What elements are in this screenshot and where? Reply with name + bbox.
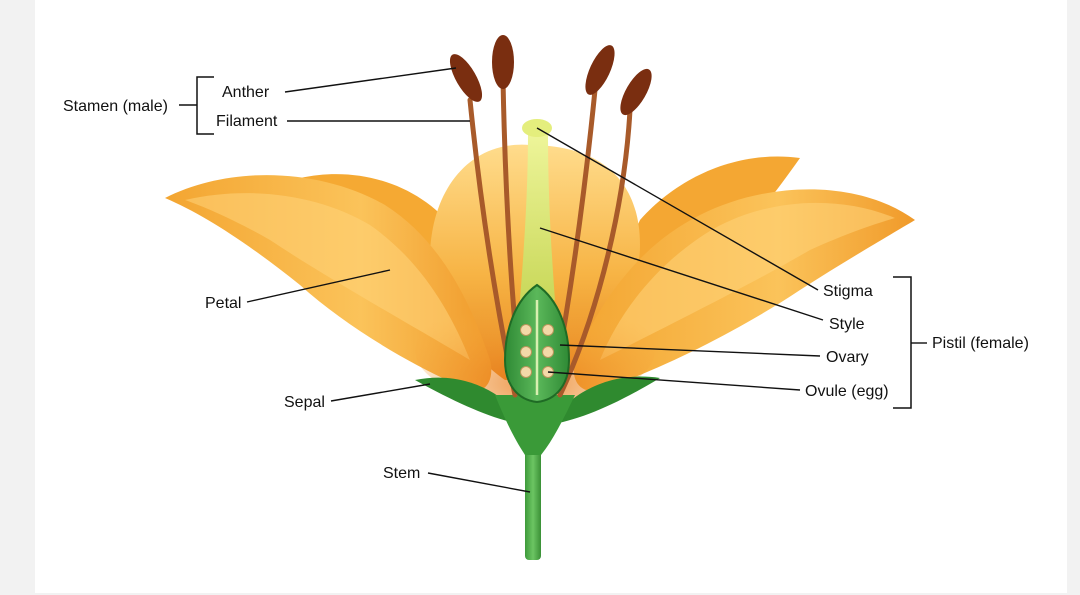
leader-anther bbox=[284, 67, 457, 93]
petal-right-shade bbox=[600, 202, 895, 360]
stem-shape bbox=[525, 440, 541, 560]
ovule bbox=[520, 346, 532, 358]
leader-ovule bbox=[547, 371, 801, 391]
ovule bbox=[542, 346, 554, 358]
anther-4 bbox=[620, 68, 652, 116]
ovule bbox=[520, 366, 532, 378]
anther-2 bbox=[492, 35, 514, 89]
sepal-left bbox=[415, 377, 525, 425]
leader-stigma bbox=[536, 127, 819, 291]
flower-illustration bbox=[165, 35, 915, 560]
label-sepal: Sepal bbox=[284, 394, 325, 411]
label-stem: Stem bbox=[383, 465, 420, 482]
pistil-bracket bbox=[893, 276, 912, 409]
label-ovary: Ovary bbox=[826, 349, 869, 366]
style-shape bbox=[520, 132, 555, 300]
leader-style bbox=[539, 227, 824, 321]
ovule bbox=[520, 324, 532, 336]
petal-left bbox=[165, 175, 492, 391]
filament-4 bbox=[557, 107, 633, 398]
label-stigma: Stigma bbox=[823, 283, 873, 300]
leader-stem bbox=[427, 472, 531, 493]
label-anther: Anther bbox=[222, 84, 270, 101]
label-ovule: Ovule (egg) bbox=[805, 383, 889, 400]
label-filament: Filament bbox=[216, 113, 278, 130]
label-pistil: Pistil (female) bbox=[932, 335, 1029, 352]
petal-left-shade bbox=[185, 193, 470, 360]
leader-ovary bbox=[559, 344, 821, 357]
anther-3 bbox=[585, 45, 615, 95]
receptacle bbox=[495, 395, 575, 455]
ovule bbox=[542, 324, 554, 336]
label-petal: Petal bbox=[205, 295, 241, 312]
leader-sepal bbox=[330, 383, 431, 402]
label-style: Style bbox=[829, 316, 865, 333]
leader-lines bbox=[179, 67, 927, 493]
labels: Stamen (male) Anther Filament Petal Sepa… bbox=[63, 84, 1029, 482]
label-stamen: Stamen (male) bbox=[63, 98, 168, 115]
leader-petal bbox=[246, 269, 391, 303]
sepal-right bbox=[548, 376, 660, 425]
anther-1 bbox=[449, 54, 483, 102]
stamen-bracket bbox=[196, 76, 214, 135]
